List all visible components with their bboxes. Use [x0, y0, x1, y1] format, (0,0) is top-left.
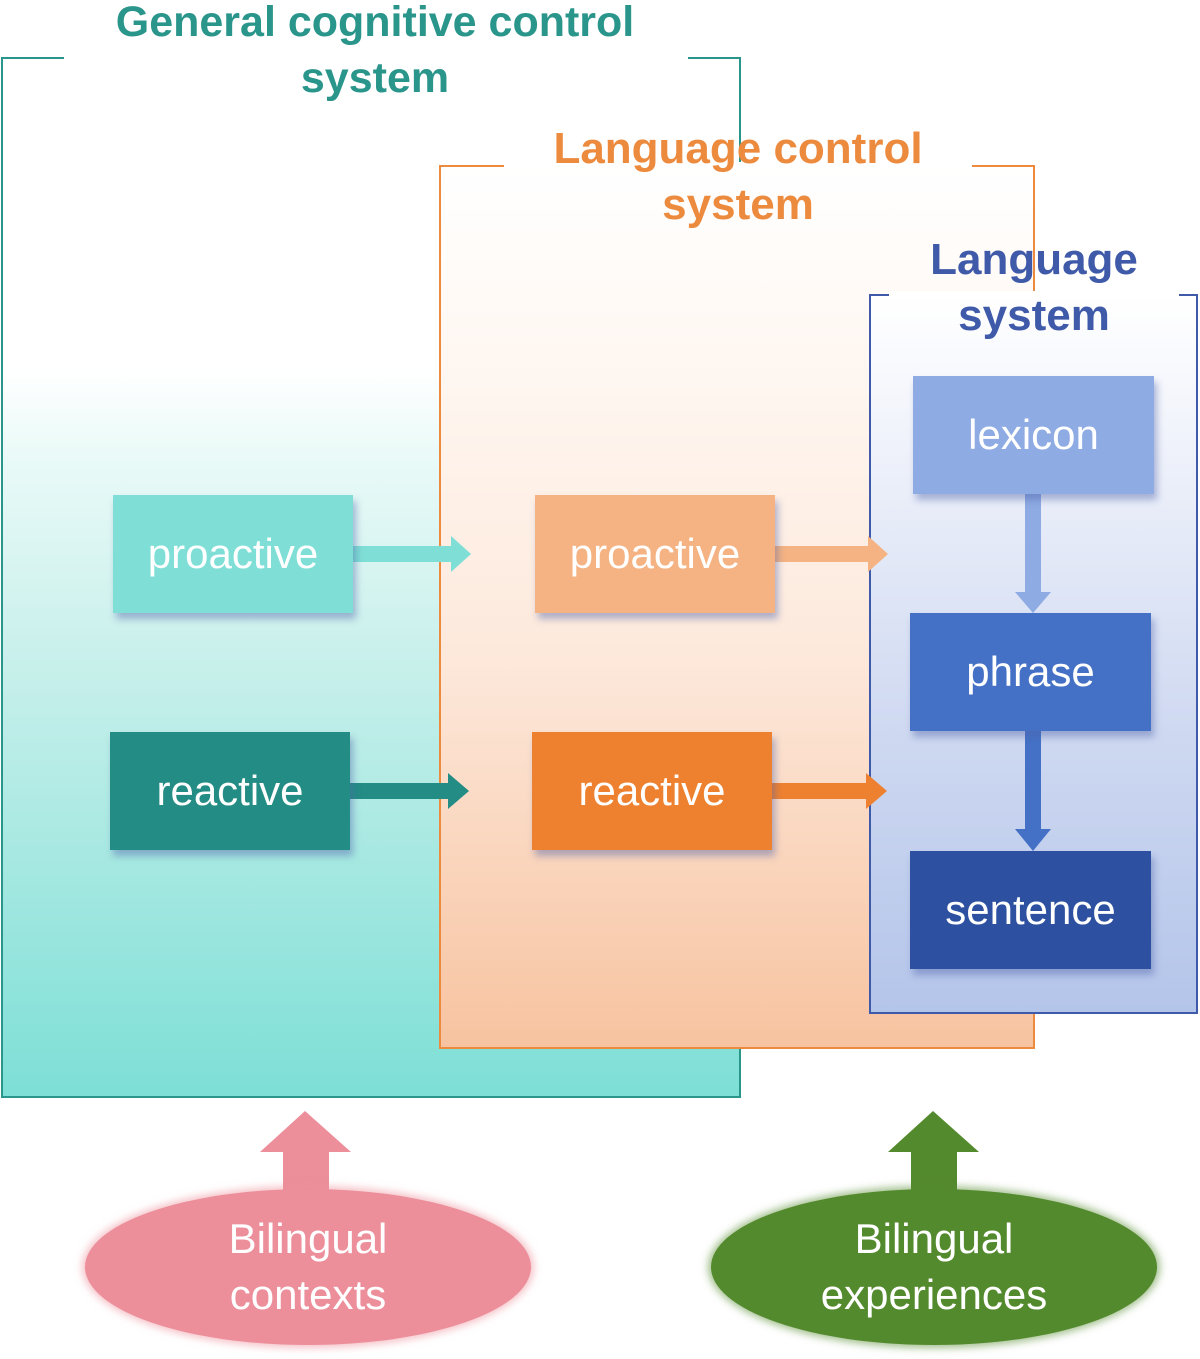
language-control-title-line2: system	[662, 180, 814, 229]
lexicon-box: lexicon	[913, 376, 1154, 494]
language-control-title: Language control system	[500, 121, 976, 233]
language-control-frame-title-gap	[504, 162, 972, 170]
bilingual-experiences-line2: experiences	[820, 1271, 1048, 1318]
bilingual-contexts-ellipse: Bilingual contexts	[85, 1189, 531, 1345]
general-cognitive-control-title: General cognitive control system	[60, 0, 690, 106]
language-control-proactive-box: proactive	[535, 495, 775, 613]
arrow-up-experiences	[888, 1111, 979, 1190]
language-title-line2: system	[958, 291, 1110, 340]
arrow-phrase-to-sentence	[1015, 731, 1051, 851]
bilingual-contexts-line1: Bilingual	[228, 1215, 388, 1262]
arrow-lc-proactive-to-language	[775, 536, 888, 572]
arrow-general-proactive-to-lc	[353, 536, 471, 572]
arrow-up-contexts	[260, 1111, 351, 1190]
bilingual-contexts-line2: contexts	[229, 1271, 387, 1318]
general-proactive-box: proactive	[113, 495, 353, 613]
general-reactive-box: reactive	[110, 732, 350, 850]
general-title-line2: system	[300, 54, 450, 102]
language-system-title: Language system	[888, 232, 1180, 344]
language-frame-title-gap	[889, 291, 1179, 299]
bilingual-experiences-line1: Bilingual	[854, 1215, 1014, 1262]
language-control-reactive-box: reactive	[532, 732, 772, 850]
phrase-box: phrase	[910, 613, 1151, 731]
arrow-lexicon-to-phrase	[1015, 494, 1051, 613]
arrow-lc-reactive-to-language	[772, 773, 887, 809]
arrow-general-reactive-to-lc	[350, 773, 469, 809]
general-frame-title-gap	[64, 54, 688, 62]
bilingual-experiences-ellipse: Bilingual experiences	[711, 1189, 1157, 1345]
language-title-line1: Language	[930, 235, 1138, 284]
general-title-line1: General cognitive control	[115, 0, 635, 46]
language-control-title-line1: Language control	[553, 124, 923, 173]
sentence-box: sentence	[910, 851, 1151, 969]
